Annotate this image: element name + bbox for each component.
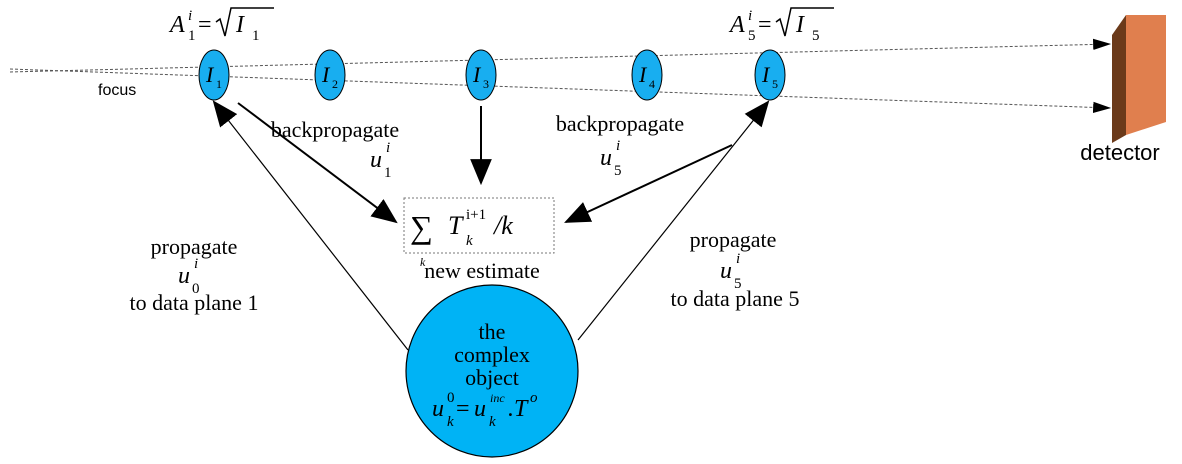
new-estimate-label: new estimate [424, 258, 539, 283]
svg-text:i: i [188, 8, 192, 24]
svg-text:o: o [530, 390, 538, 406]
svg-text:i: i [386, 140, 390, 156]
svg-text:T: T [448, 211, 464, 240]
backpropagate-left-label: backpropagate [271, 117, 399, 142]
svg-text:i: i [736, 251, 740, 267]
arrow-propagate-right [577, 100, 770, 341]
radical-sign [215, 7, 274, 37]
svg-text:u: u [178, 263, 190, 289]
object-formula: u 0 k = u inc k .T o [432, 390, 538, 430]
object-text-line3: object [465, 365, 519, 390]
svg-text:=: = [456, 396, 470, 422]
focus-label: focus [98, 82, 136, 99]
arrow-backprop-left [237, 102, 398, 224]
svg-text:5: 5 [734, 276, 742, 292]
svg-text:I: I [638, 62, 648, 87]
svg-text:I: I [761, 62, 771, 87]
u-backprop-right: u i 5 [600, 138, 622, 179]
to-data-plane-5-label: to data plane 5 [671, 286, 800, 311]
svg-text:i: i [194, 256, 198, 272]
svg-text:I: I [321, 62, 331, 87]
svg-text:5: 5 [812, 28, 820, 44]
svg-text:k: k [420, 255, 426, 269]
svg-text:u: u [432, 396, 444, 422]
svg-text:2: 2 [332, 77, 338, 91]
svg-text:5: 5 [772, 77, 778, 91]
detector-front [1126, 15, 1166, 135]
svg-text:3: 3 [483, 77, 489, 91]
svg-text:k: k [447, 414, 454, 430]
svg-text:I: I [795, 12, 805, 38]
svg-text:=: = [198, 12, 212, 38]
svg-text:1: 1 [216, 77, 222, 91]
detector-side [1112, 15, 1126, 143]
svg-text:A: A [168, 12, 185, 38]
svg-text:1: 1 [252, 28, 260, 44]
data-plane-2: I 2 [314, 49, 346, 101]
u-prop-left: u i 0 [178, 256, 200, 297]
svg-text:I: I [205, 62, 215, 87]
svg-text:k: k [489, 414, 496, 430]
svg-text:A: A [728, 12, 745, 38]
svg-text:5: 5 [748, 28, 756, 44]
propagate-left-label: propagate [151, 234, 238, 259]
amplitude-formula-right: A i 5 = I 5 [728, 7, 834, 44]
svg-text:1: 1 [384, 165, 392, 181]
data-plane-3: I 3 [465, 49, 497, 101]
svg-text:5: 5 [614, 163, 622, 179]
sum-formula: ∑ k T i+1 k /k [410, 207, 513, 269]
svg-text:1: 1 [188, 28, 196, 44]
svg-text:0: 0 [192, 281, 200, 297]
svg-text:i: i [616, 138, 620, 154]
arrow-backprop-right [564, 144, 733, 223]
svg-text:.T: .T [508, 396, 529, 422]
amplitude-formula-left: A i 1 = I 1 [168, 7, 274, 44]
svg-text:i+1: i+1 [466, 207, 486, 223]
propagate-right-label: propagate [690, 227, 777, 252]
svg-text:∑: ∑ [410, 209, 433, 245]
svg-text:u: u [720, 258, 732, 284]
svg-text:u: u [600, 145, 612, 171]
data-plane-4: I 4 [631, 49, 663, 101]
svg-text:I: I [235, 12, 245, 38]
svg-text:4: 4 [649, 77, 655, 91]
radical-sign [775, 7, 834, 37]
svg-text:i: i [748, 8, 752, 24]
svg-text:I: I [472, 62, 482, 87]
svg-text:k: k [466, 233, 473, 249]
u-prop-right: u i 5 [720, 251, 742, 292]
svg-text:inc: inc [490, 391, 505, 405]
svg-text:u: u [370, 147, 382, 173]
beam-upper-line [9, 38, 1112, 73]
data-plane-5: I 5 [754, 49, 786, 101]
svg-text:=: = [758, 12, 772, 38]
svg-text:0: 0 [447, 390, 455, 406]
object-text-line1: the [479, 319, 506, 344]
u-backprop-left: u i 1 [370, 140, 392, 181]
detector-icon [1112, 15, 1166, 143]
object-text-line2: complex [454, 342, 530, 367]
svg-text:u: u [474, 396, 486, 422]
arrow-propagate-left [212, 100, 409, 351]
beam-lower-line [9, 68, 1112, 114]
data-planes: I 1 I 2 I 3 I 4 I 5 [198, 49, 786, 101]
new-estimate-box [403, 197, 555, 254]
complex-object-circle [405, 284, 579, 458]
svg-text:/k: /k [492, 211, 513, 240]
data-plane-1: I 1 [198, 49, 230, 101]
to-data-plane-1-label: to data plane 1 [130, 290, 259, 315]
backpropagate-right-label: backpropagate [556, 111, 684, 136]
detector-label: detector [1080, 140, 1160, 165]
